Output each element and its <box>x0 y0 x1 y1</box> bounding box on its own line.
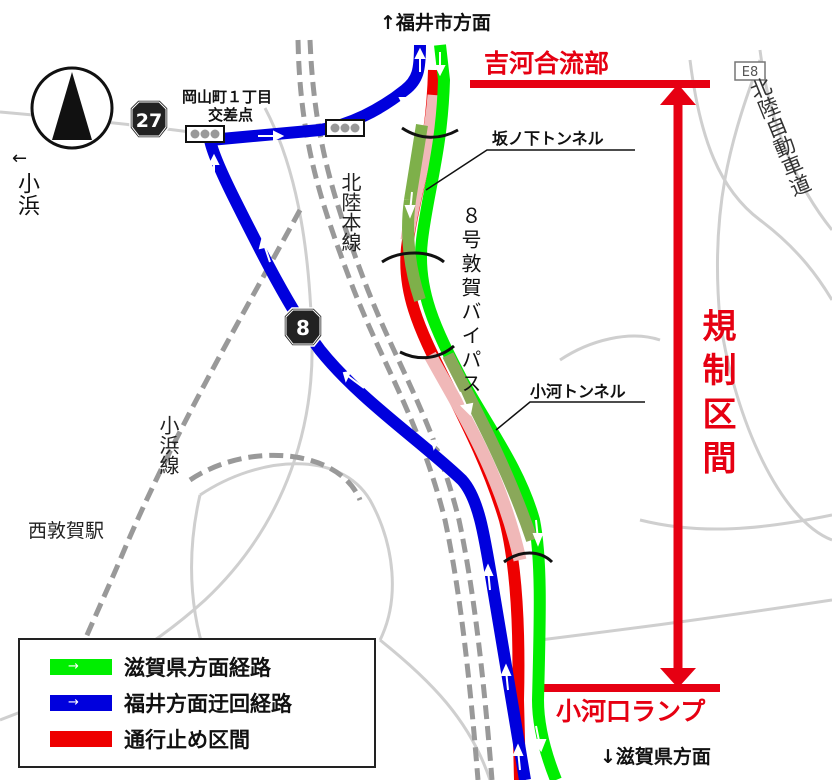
route27-number: 27 <box>136 110 162 132</box>
to-obama-label: 小浜 <box>14 172 39 216</box>
legend-label: 滋賀県方面経路 <box>124 656 271 680</box>
legend-item-closed-section: 通行止め区間 <box>50 724 250 754</box>
nishi-tsuruga-station-label: 西敦賀駅 <box>28 520 105 542</box>
expressway-code: E8 <box>742 65 759 80</box>
road-central <box>0 107 314 722</box>
legend-item-shiga-route: → 滋賀県方面経路 <box>50 652 271 682</box>
hokuriku-main-line-label: 北陸本線 <box>338 172 362 252</box>
yoshikawa-junction-label: 吉河合流部 <box>484 49 610 78</box>
road-east-lower <box>639 513 832 531</box>
kotaru-tunnel-overlay <box>424 351 527 562</box>
sakanoshita-tunnel-label: 坂ノ下トンネル <box>492 129 604 148</box>
to-obama-arrow: ← <box>12 148 28 169</box>
route8-bypass-label: ８号敦賀バイパス <box>458 205 482 397</box>
route-shield-icon: 8 <box>283 307 323 347</box>
to-shiga-label: ↓滋賀県方面 <box>600 746 711 768</box>
road-side <box>559 334 661 362</box>
hokuriku-line-rail-b <box>307 39 495 780</box>
direction-arrow-icon: → <box>68 695 79 710</box>
okayama-intersection-line2: 交差点 <box>208 106 254 124</box>
legend-swatch: → <box>50 695 112 711</box>
kotaru-ramp-label: 小河口ランプ <box>556 697 706 726</box>
legend-swatch: → <box>50 659 112 675</box>
road-south <box>379 638 492 780</box>
legend-label: 福井方面迂回経路 <box>124 692 292 716</box>
direction-arrow-icon <box>347 375 365 389</box>
leader-lines <box>425 149 645 431</box>
expressway-line <box>715 59 832 542</box>
tunnel-markers <box>381 126 554 564</box>
route-shield-icon: 27 <box>129 99 169 139</box>
direction-arrow-icon <box>435 443 449 457</box>
regulated-section-label: 規制区間 <box>696 308 736 484</box>
traffic-light-icon <box>325 119 365 137</box>
regulated-section-arrow <box>470 80 720 692</box>
tunnel-arc <box>399 344 455 360</box>
to-fukui-city-label: ↑福井市方面 <box>380 12 491 34</box>
leader-kotaru <box>495 401 645 431</box>
direction-arrows <box>208 47 547 771</box>
road-loop <box>199 462 394 641</box>
hokuriku-line-rail-a <box>295 39 481 780</box>
kotaru-tunnel-label: 小河トンネル <box>530 382 626 401</box>
okayama-intersection-line1: 岡山町１丁目 <box>182 88 273 106</box>
tunnel-arc <box>503 551 554 564</box>
legend-label: 通行止め区間 <box>124 728 250 752</box>
legend: → 滋賀県方面経路 → 福井方面迂回経路 通行止め区間 <box>18 638 376 768</box>
legend-item-fukui-detour: → 福井方面迂回経路 <box>50 688 292 718</box>
leader-sakanoshita <box>425 149 635 191</box>
tunnel-arc <box>381 251 445 264</box>
road-east <box>688 59 832 301</box>
expressway-shield: E8 <box>734 61 766 81</box>
route8-number: 8 <box>296 316 310 340</box>
north-arrow-icon <box>30 66 114 150</box>
road-southeast <box>539 598 832 642</box>
shiga-route-tunnel-c <box>442 352 538 542</box>
legend-swatch <box>50 731 112 747</box>
obama-line-label: 小浜線 <box>156 415 180 475</box>
tunnel-arc <box>401 126 459 139</box>
loop-rail <box>188 452 363 502</box>
direction-arrow-icon: → <box>68 659 79 674</box>
traffic-light-icon <box>185 125 225 143</box>
shiga-route-line <box>415 44 562 780</box>
